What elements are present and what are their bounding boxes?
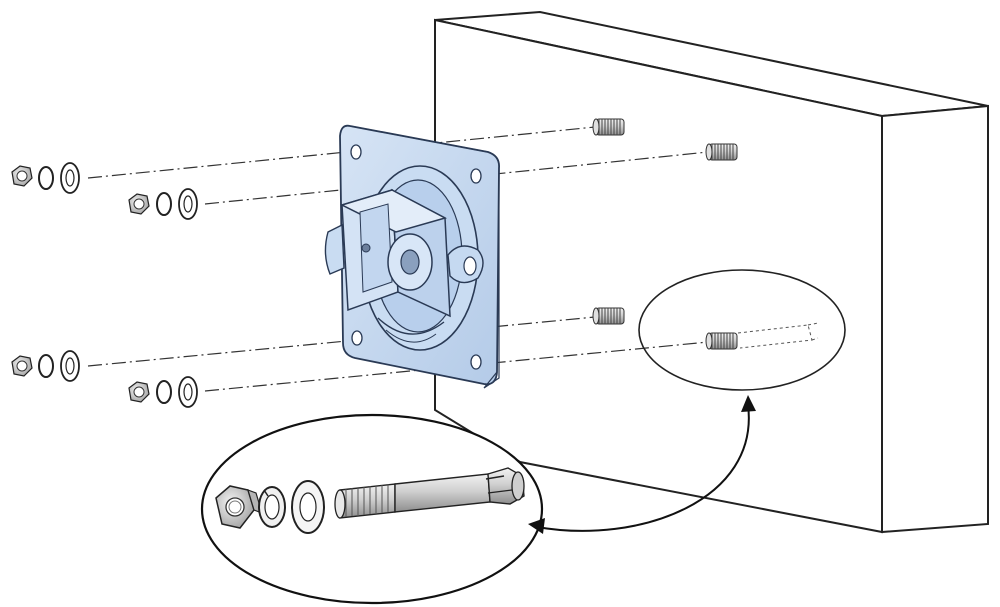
centerline-bottom-left — [87, 316, 596, 367]
fastener-group-bottom-left — [11, 350, 80, 382]
lock-washer — [38, 166, 54, 190]
anchor-detail-callout — [200, 413, 544, 605]
stud-top-right — [705, 143, 738, 161]
plate-hole-top-right — [470, 168, 482, 184]
arrowhead-left — [528, 518, 545, 534]
lock-washer — [156, 380, 172, 404]
wall-side-face — [881, 104, 989, 534]
stud-bottom-right — [705, 332, 738, 350]
wall-block — [434, 10, 989, 534]
stud-top-left — [592, 118, 625, 136]
lock-washer — [156, 192, 172, 216]
plate-central-hole — [400, 249, 420, 275]
callout-link-arrow — [528, 395, 756, 534]
hidden-anchor-outline — [737, 322, 819, 349]
lock-washer — [38, 354, 54, 378]
plate-hole-top-left — [350, 144, 362, 160]
fastener-group-bottom-right — [128, 376, 198, 408]
mounting-plate — [324, 124, 500, 389]
anchor-threaded-section — [339, 483, 396, 519]
callout-ellipse-small — [638, 269, 846, 391]
plate-hole-bottom-left — [351, 330, 363, 346]
plate-hole-bottom-right — [470, 354, 482, 370]
plate-lug-hole — [463, 256, 477, 276]
fastener-group-top-left — [11, 162, 80, 194]
plate-mounting-holes — [350, 144, 482, 370]
detail-expansion-anchor-bolt — [334, 467, 525, 519]
fastener-group-top-right — [128, 188, 198, 220]
arrowhead-up — [741, 395, 756, 412]
centerline-top-left — [87, 126, 596, 179]
plate-left-knob — [324, 223, 345, 275]
stud-bottom-left — [592, 307, 625, 325]
